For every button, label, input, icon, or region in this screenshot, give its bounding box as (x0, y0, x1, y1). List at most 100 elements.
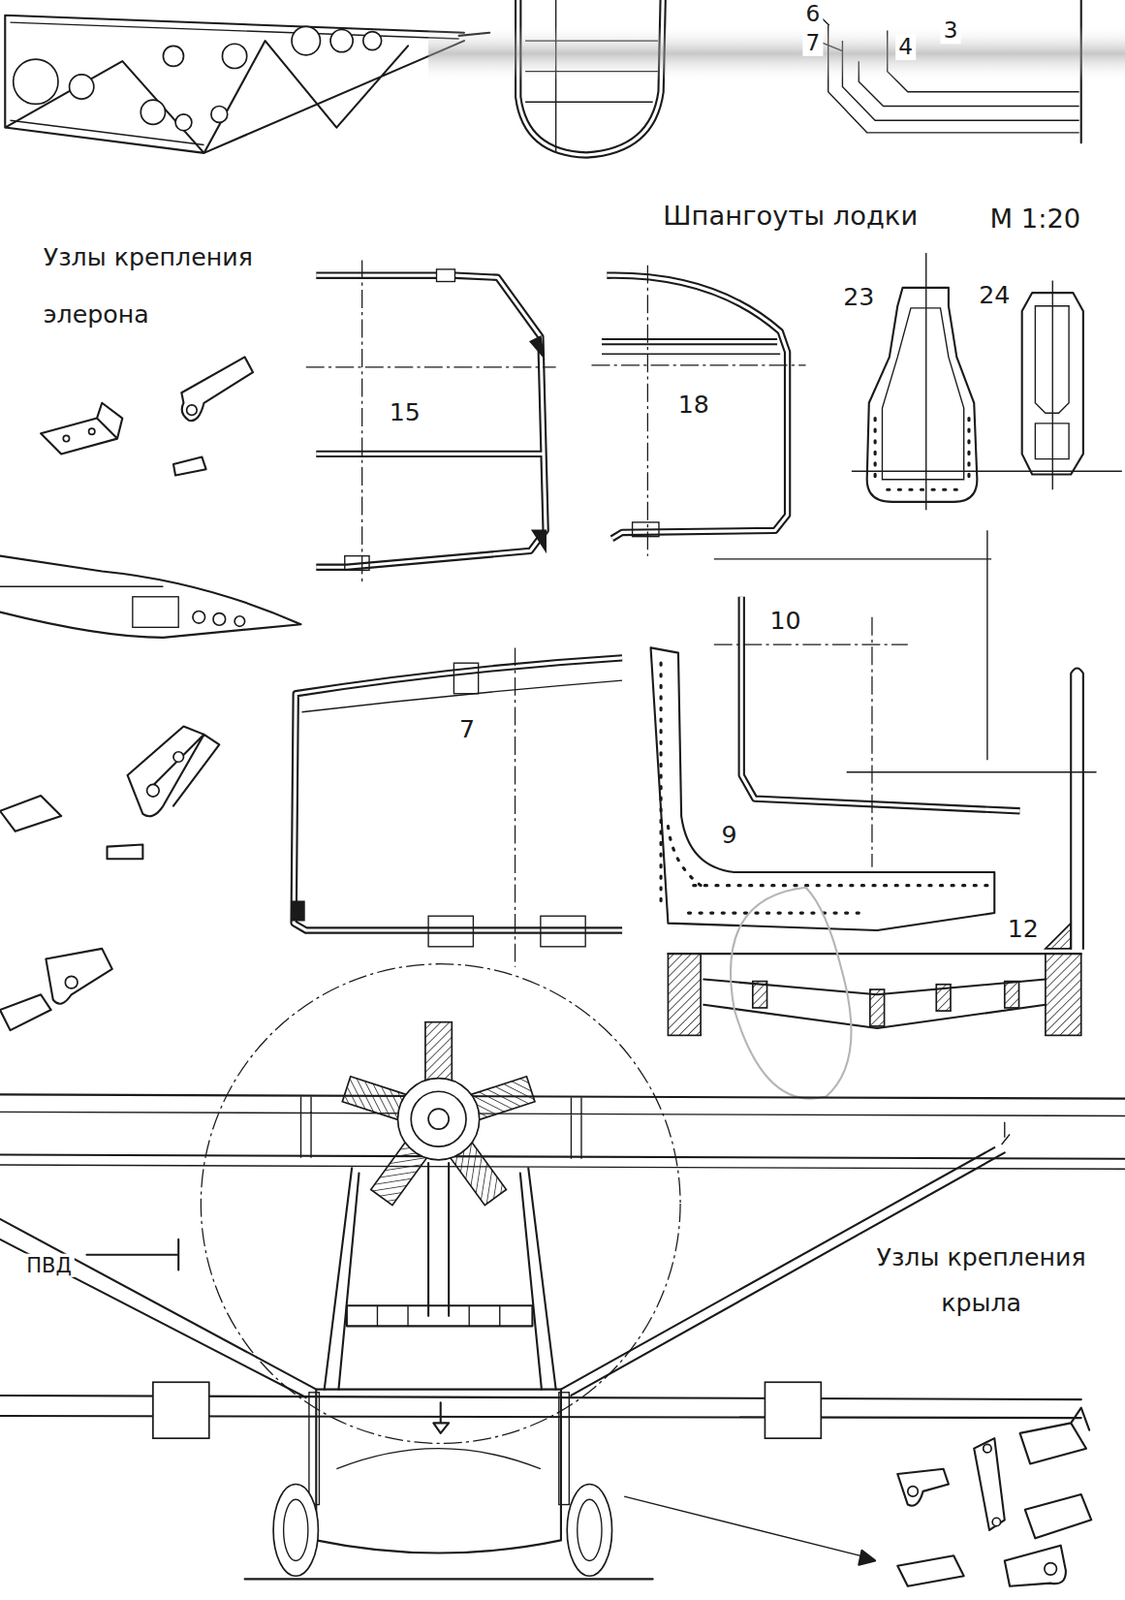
aileron-fittings (192, 610, 206, 624)
frame-15 (437, 269, 456, 282)
aircraft-front-view (324, 1162, 557, 1390)
wing-fittings (907, 1486, 919, 1498)
wing-rib-truss (363, 31, 382, 51)
aircraft-front-view (200, 964, 681, 1444)
aircraft-front-view (336, 1448, 541, 1469)
frame-23 (867, 287, 978, 502)
frame-7 (293, 657, 623, 931)
aircraft-front-view (410, 1091, 467, 1147)
frame-number: 24 (975, 281, 1013, 311)
keel-section (1045, 953, 1082, 1035)
frame-12 (1045, 667, 1084, 948)
aircraft-front-view (428, 1108, 449, 1129)
frame-9 (651, 647, 996, 931)
wing-fittings (973, 1437, 1005, 1531)
frame-23 (881, 308, 964, 480)
aileron-fittings (147, 783, 160, 797)
aircraft-front-view (469, 1076, 535, 1121)
frame-15 (315, 275, 546, 567)
aileron-fittings (213, 613, 226, 626)
aircraft-front-view (376, 1305, 500, 1326)
aileron-fittings (62, 435, 69, 441)
pencil-mark (730, 887, 851, 1099)
frame-7 (290, 647, 623, 967)
wing-rib-truss (69, 74, 94, 99)
aircraft-front-view (559, 1392, 570, 1505)
aircraft-front-view (342, 1076, 407, 1121)
keel-section (870, 989, 885, 1027)
aileron-fittings (40, 403, 123, 455)
aileron-fittings (0, 725, 219, 831)
aircraft-front-view (0, 1147, 1005, 1398)
section-title: Шпангоуты лодки (659, 200, 921, 231)
frame-7 (302, 680, 624, 713)
frame-10 (714, 530, 1097, 772)
aircraft-front-view (315, 1389, 562, 1554)
aileron-fittings (0, 356, 302, 1031)
frame-7 (453, 662, 478, 694)
aileron-fittings (234, 616, 246, 627)
frame-18 (601, 275, 788, 539)
keel-section (936, 984, 951, 1011)
aileron-fittings (107, 844, 144, 860)
aircraft-front-view (0, 1096, 1125, 1170)
aircraft-front-view (425, 1022, 452, 1082)
frame-10 (714, 617, 908, 868)
frame-9 (660, 662, 990, 913)
aileron-fittings (173, 457, 207, 476)
wing-rib-truss (221, 43, 247, 68)
aircraft-front-view (342, 1022, 535, 1206)
frame-18 (601, 275, 788, 539)
frame-15 (344, 556, 370, 571)
frame-12 (1045, 923, 1071, 949)
callout-number: 7 (802, 30, 823, 57)
frame-18 (601, 353, 781, 355)
frame-10 (741, 596, 1020, 812)
wing-rib-truss (10, 22, 460, 145)
frame-10 (741, 596, 1020, 812)
wing-fittings (983, 1443, 992, 1452)
scale-label: М 1:20 (986, 204, 1084, 235)
frame-24 (1052, 280, 1054, 490)
wing-rib-truss (330, 30, 353, 53)
aircraft-front-view (86, 1239, 179, 1271)
aileron-fittings (181, 356, 253, 421)
aileron-fittings (0, 556, 302, 638)
aircraft-front-view (0, 964, 1125, 1580)
frame-24 (1022, 280, 1084, 490)
aircraft-front-view (245, 1577, 654, 1580)
aileron-fittings (0, 586, 163, 588)
frame-18 (591, 265, 806, 557)
aileron-fittings (132, 596, 179, 628)
wing-rib-truss (175, 114, 192, 131)
wing-rib-truss (4, 15, 465, 154)
wing-fittings (897, 1555, 964, 1587)
frame-23 (851, 252, 1123, 510)
frame-15 (530, 336, 544, 357)
frame-15 (306, 259, 557, 584)
aircraft-front-view (425, 1022, 452, 1082)
aileron-fittings (173, 751, 185, 763)
frame-7 (290, 900, 306, 921)
aircraft-front-view (398, 1078, 480, 1160)
aircraft-front-view (342, 1076, 407, 1121)
wing-rib-truss (162, 45, 184, 66)
aircraft-front-view (1001, 1122, 1010, 1145)
wing-fittings (858, 1550, 875, 1565)
frame-number: 18 (675, 391, 713, 420)
wing-rib-truss (13, 59, 59, 104)
frame-number: 10 (766, 608, 804, 637)
wing-fittings (992, 1517, 1000, 1526)
frame-23 (851, 252, 1123, 510)
frame-18 (632, 522, 659, 537)
frame-15 (306, 259, 557, 584)
wing-rib-truss (291, 26, 320, 55)
wing-fittings (1004, 1545, 1066, 1587)
wing-rib-truss (4, 15, 490, 154)
frame-12 (1070, 667, 1084, 948)
keel-section (1004, 981, 1020, 1008)
aircraft-front-view (283, 1499, 309, 1561)
wing-fittings (1025, 1494, 1092, 1538)
aircraft-front-view (309, 1392, 320, 1505)
frame-number: 7 (456, 716, 478, 745)
